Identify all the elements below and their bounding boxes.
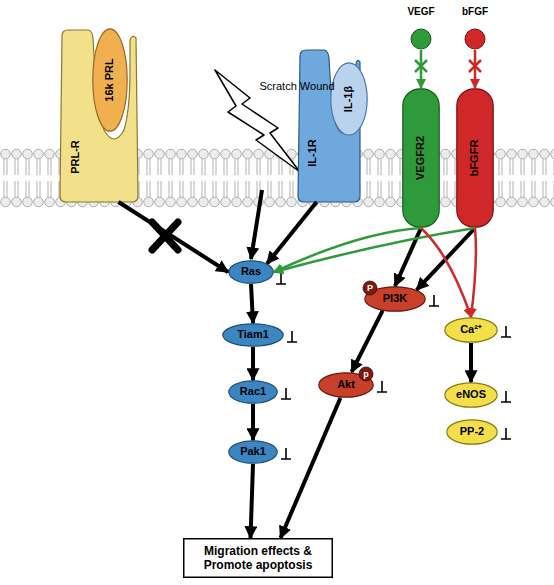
signal-arrow: [267, 202, 317, 264]
cylinder-outline: [457, 89, 493, 227]
ligand-outline: [465, 29, 485, 49]
node-label: PRL-R: [70, 140, 83, 174]
node-label: Pak1: [240, 445, 266, 458]
oval-outline: [229, 261, 273, 283]
oval-outline: [447, 420, 497, 444]
cylinder-outline: [403, 89, 439, 227]
event-label: Scratch Wound: [259, 81, 334, 92]
signal-arrow: [352, 311, 383, 372]
node-label: Akt: [337, 378, 355, 391]
signal-arrow: [420, 50, 423, 88]
protein-oval: Tiam1: [222, 323, 284, 347]
ligand-oval: IL-1β: [330, 62, 368, 136]
text-holder: Migration effects & Promote apoptosis: [183, 538, 333, 578]
node-label: PI3K: [383, 292, 407, 305]
signal-arrow: [469, 343, 473, 382]
ligand-oval: 16k PRL: [92, 28, 128, 132]
signal-arrow: [274, 228, 475, 272]
phospho-label: P: [367, 284, 373, 293]
receptor-cylinder: VEGFR2: [402, 88, 440, 228]
oval-outline: [445, 383, 497, 407]
node-label: VEGFR2: [414, 136, 427, 180]
ligand-circle: bFGF: [453, 6, 497, 50]
phospho-label: p: [363, 370, 369, 379]
box-outline: [184, 539, 333, 578]
protein-oval: eNOS: [444, 382, 498, 408]
node-label: Migration effects & Promote apoptosis: [189, 544, 327, 573]
protein-oval: Rac1: [228, 380, 278, 404]
ligand-circle: VEGF: [399, 6, 443, 50]
node-label: Ras: [241, 265, 261, 278]
text-holder: eNOS: [444, 382, 498, 408]
oval-outline: [229, 441, 277, 463]
oval-outline: [229, 381, 277, 403]
signal-arrow: [251, 347, 255, 380]
signal-arrow: [251, 284, 253, 323]
oval-outline: [331, 63, 367, 135]
signal-arrow: [119, 202, 229, 272]
text-holder: Rac1: [228, 380, 278, 404]
protein-oval: Pak1: [228, 440, 278, 464]
text-holder: Ca²⁺: [444, 317, 498, 343]
node-label: 16k PRL: [103, 58, 116, 101]
signal-arrow: [474, 50, 477, 88]
receptor-cylinder: bFGFR: [456, 88, 494, 228]
node-label: eNOS: [456, 388, 486, 401]
outcome-box: Migration effects & Promote apoptosis: [183, 538, 333, 578]
node-label: Ca²⁺: [460, 323, 482, 336]
block-cross: [469, 60, 481, 72]
inhibition-symbol: [276, 273, 511, 459]
block-cross: [152, 222, 178, 250]
node-label: Rac1: [240, 385, 266, 398]
signal-arrow: [251, 464, 254, 538]
phospho-dot: [359, 367, 373, 381]
text-holder: PP-2: [446, 419, 498, 445]
protein-oval: Ca²⁺: [444, 317, 498, 343]
signal-arrow: [471, 228, 476, 317]
signal-arrow: [251, 404, 255, 440]
signal-arrow: [395, 228, 421, 286]
node-label: IL-1β: [342, 86, 355, 112]
protein-oval: PP-2: [446, 419, 498, 445]
node-label: IL-1R: [306, 140, 319, 168]
node-label: bFGFR: [468, 140, 481, 177]
oval-outline: [445, 318, 497, 342]
oval-outline: [93, 29, 127, 131]
node-label: Tiam1: [237, 328, 269, 341]
node-label: PP-2: [460, 425, 484, 438]
wound-arrow: [251, 190, 262, 259]
oval-outline: [223, 324, 283, 346]
text-holder: Tiam1: [222, 323, 284, 347]
signal-arrow: [281, 398, 341, 538]
ligand-outline: [411, 29, 431, 49]
node-label: VEGF: [399, 6, 443, 18]
phospho-dot: [363, 281, 377, 295]
node-label: bFGF: [453, 6, 497, 18]
text-holder: Pak1: [228, 440, 278, 464]
signal-arrow: [421, 228, 471, 317]
block-cross: [415, 60, 427, 72]
